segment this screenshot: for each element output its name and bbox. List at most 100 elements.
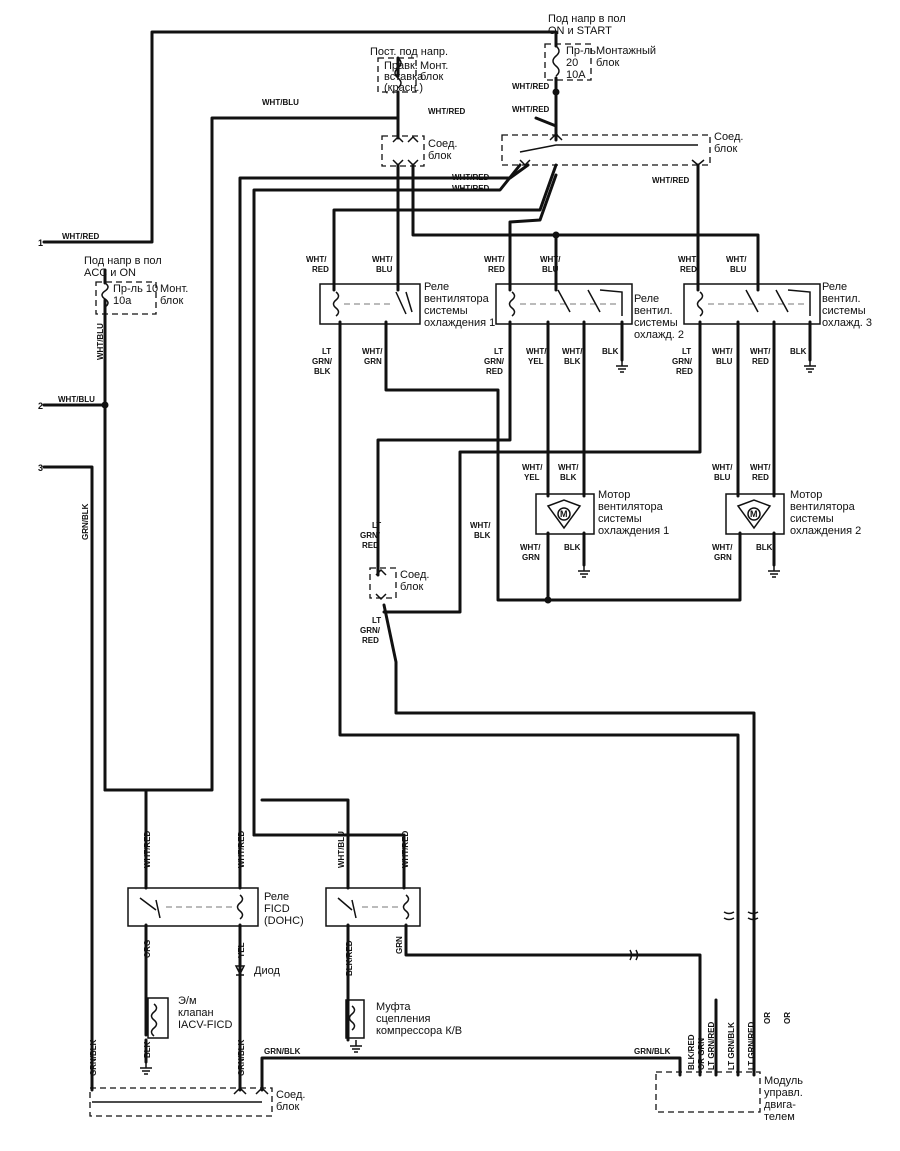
wire-label: RED bbox=[680, 265, 697, 274]
wire-relay1-lt-grn-blk bbox=[338, 320, 740, 1077]
wire-kb-grn bbox=[404, 923, 702, 1077]
wire-wht-red-b bbox=[238, 163, 530, 890]
wire-label: LT GRN/RED bbox=[747, 1021, 756, 1070]
wire-label: WHT/ bbox=[484, 255, 505, 264]
wire-label: WHT/ bbox=[526, 347, 547, 356]
wire-label: BLK bbox=[560, 473, 577, 482]
wire-grn-blk-ecm bbox=[260, 1056, 682, 1092]
wire-label: GRN/ bbox=[312, 357, 333, 366]
relay-fan3-label-1: Реле bbox=[822, 281, 847, 293]
wire-label: LT bbox=[494, 347, 503, 356]
fuse10-label-2: 10a bbox=[113, 295, 132, 307]
input-2-num: 2 bbox=[38, 401, 43, 411]
wire-label: WHT/ bbox=[712, 543, 733, 552]
wire-label: GRN/ bbox=[360, 531, 381, 540]
relay-fan2-label-3: системы bbox=[634, 317, 678, 329]
input-3-wire: GRN/BLK bbox=[81, 503, 90, 540]
wire-label: BLU bbox=[716, 357, 733, 366]
input-3-num: 3 bbox=[38, 463, 43, 473]
relay-fan1-label-4: охлаждения 1 bbox=[424, 317, 495, 329]
wire-wht-red-top bbox=[534, 116, 558, 128]
wire-label: GRN/ bbox=[360, 626, 381, 635]
conn-block-1-label-1: Соед. bbox=[428, 138, 457, 150]
wire-label: WHT/RED bbox=[512, 82, 550, 91]
conn-block-1-label-2: блок bbox=[428, 150, 451, 162]
input-1-num: 1 bbox=[38, 238, 43, 248]
wire-label: RED bbox=[486, 367, 503, 376]
relay-kb bbox=[325, 887, 421, 927]
wire-label: YEL bbox=[528, 357, 544, 366]
mount-block-short-1: Монт. bbox=[160, 283, 188, 295]
wire-wht-blu-bus bbox=[411, 163, 760, 292]
clutch-label-2: сцепления bbox=[376, 1013, 431, 1025]
wire-label: RED bbox=[752, 357, 769, 366]
conn-block-2-label-1: Соед. bbox=[714, 131, 743, 143]
wire-label: WHT/ bbox=[750, 463, 771, 472]
ecm-label-2: управл. bbox=[764, 1087, 803, 1099]
ign-supply-label-2: ON и START bbox=[548, 25, 612, 37]
motor1-label-1: Мотор bbox=[598, 489, 630, 501]
mount-block-full-2: блок bbox=[596, 57, 619, 69]
diode-icon bbox=[234, 965, 246, 976]
conn-block-4-label-1: Соед. bbox=[276, 1089, 305, 1101]
wire-label: BLK/RED bbox=[687, 1034, 696, 1070]
relay-fan3-label-3: системы bbox=[822, 305, 866, 317]
motor1-label-3: системы bbox=[598, 513, 642, 525]
wire-label: GRN/BLK bbox=[89, 1039, 98, 1076]
wire-label: BLK bbox=[602, 347, 619, 356]
wire-label: WHT/RED bbox=[452, 184, 490, 193]
motor-1-symbol: M bbox=[560, 509, 568, 519]
wire-label: WHT/ bbox=[522, 463, 543, 472]
wire-label: WHT/ bbox=[362, 347, 383, 356]
wire-label: GRN/BLK bbox=[264, 1047, 301, 1056]
wire-label: WHT/RED bbox=[401, 830, 410, 868]
conn-block-4-label-2: блок bbox=[276, 1101, 299, 1113]
wire-label: WHT/RED bbox=[143, 830, 152, 868]
fuse-insert bbox=[377, 57, 417, 93]
wire-label: YEL bbox=[524, 473, 540, 482]
conn-block-4 bbox=[89, 1086, 273, 1117]
motor2-label-4: охлаждения 2 bbox=[790, 525, 861, 537]
wire-relay1-wht-grn bbox=[384, 320, 742, 602]
motor2-label-2: вентилятора bbox=[790, 501, 856, 513]
relay-fan-3 bbox=[683, 283, 821, 325]
fuse-insert-label-2: вставка bbox=[384, 71, 424, 83]
input-1-wire: WHT/RED bbox=[62, 232, 100, 241]
wire-label: WHT/RED bbox=[428, 107, 466, 116]
junction-dot bbox=[101, 401, 109, 409]
relay-fan2-label-4: охлажд. 2 bbox=[634, 329, 684, 341]
wire-wht-red-relay1 bbox=[332, 163, 558, 292]
wire-label: BLU bbox=[542, 265, 559, 274]
relay-ficd-label-1: Реле bbox=[264, 891, 289, 903]
wire-label: WHT/ bbox=[712, 347, 733, 356]
motor1-label-2: вентилятора bbox=[598, 501, 664, 513]
conn-block-3-label-2: блок bbox=[400, 581, 423, 593]
mount-block-full-1: Монтажный bbox=[596, 45, 656, 57]
wire-label: ORG bbox=[143, 940, 152, 958]
wire-label: WHT/ bbox=[678, 255, 699, 264]
relay-fan1-label-1: Реле bbox=[424, 281, 449, 293]
junction-dot bbox=[552, 231, 560, 239]
wire-label: BLK bbox=[474, 531, 491, 540]
wire-label: WHT/ bbox=[562, 347, 583, 356]
wire-label: LT bbox=[682, 347, 691, 356]
relay-fan3-label-2: вентил. bbox=[822, 293, 861, 305]
wire-label: RED bbox=[312, 265, 329, 274]
wire-label: GRN/ bbox=[672, 357, 693, 366]
ecm-label-4: телем bbox=[764, 1111, 795, 1123]
relay-fan-2 bbox=[495, 283, 633, 325]
wire-label: WHT/ bbox=[470, 521, 491, 530]
valve-label-2: клапан bbox=[178, 1007, 214, 1019]
wire-label: RED bbox=[676, 367, 693, 376]
wire-label: WHT/RED bbox=[652, 176, 690, 185]
wire-label: WHT/ bbox=[726, 255, 747, 264]
acc-supply-label-2: ACC и ON bbox=[84, 267, 136, 279]
wire-label: GRN/BLK bbox=[237, 1039, 246, 1076]
relay-fan1-label-2: вентилятора bbox=[424, 293, 490, 305]
relay-ficd-label-2: FICD bbox=[264, 903, 290, 915]
relay-ficd-label-3: (DOHC) bbox=[264, 915, 304, 927]
wire-label: WHT/ bbox=[306, 255, 327, 264]
wire-label: WHT/ bbox=[712, 463, 733, 472]
wire-label: WHT/ bbox=[540, 255, 561, 264]
wire-label: YEL bbox=[237, 942, 246, 958]
